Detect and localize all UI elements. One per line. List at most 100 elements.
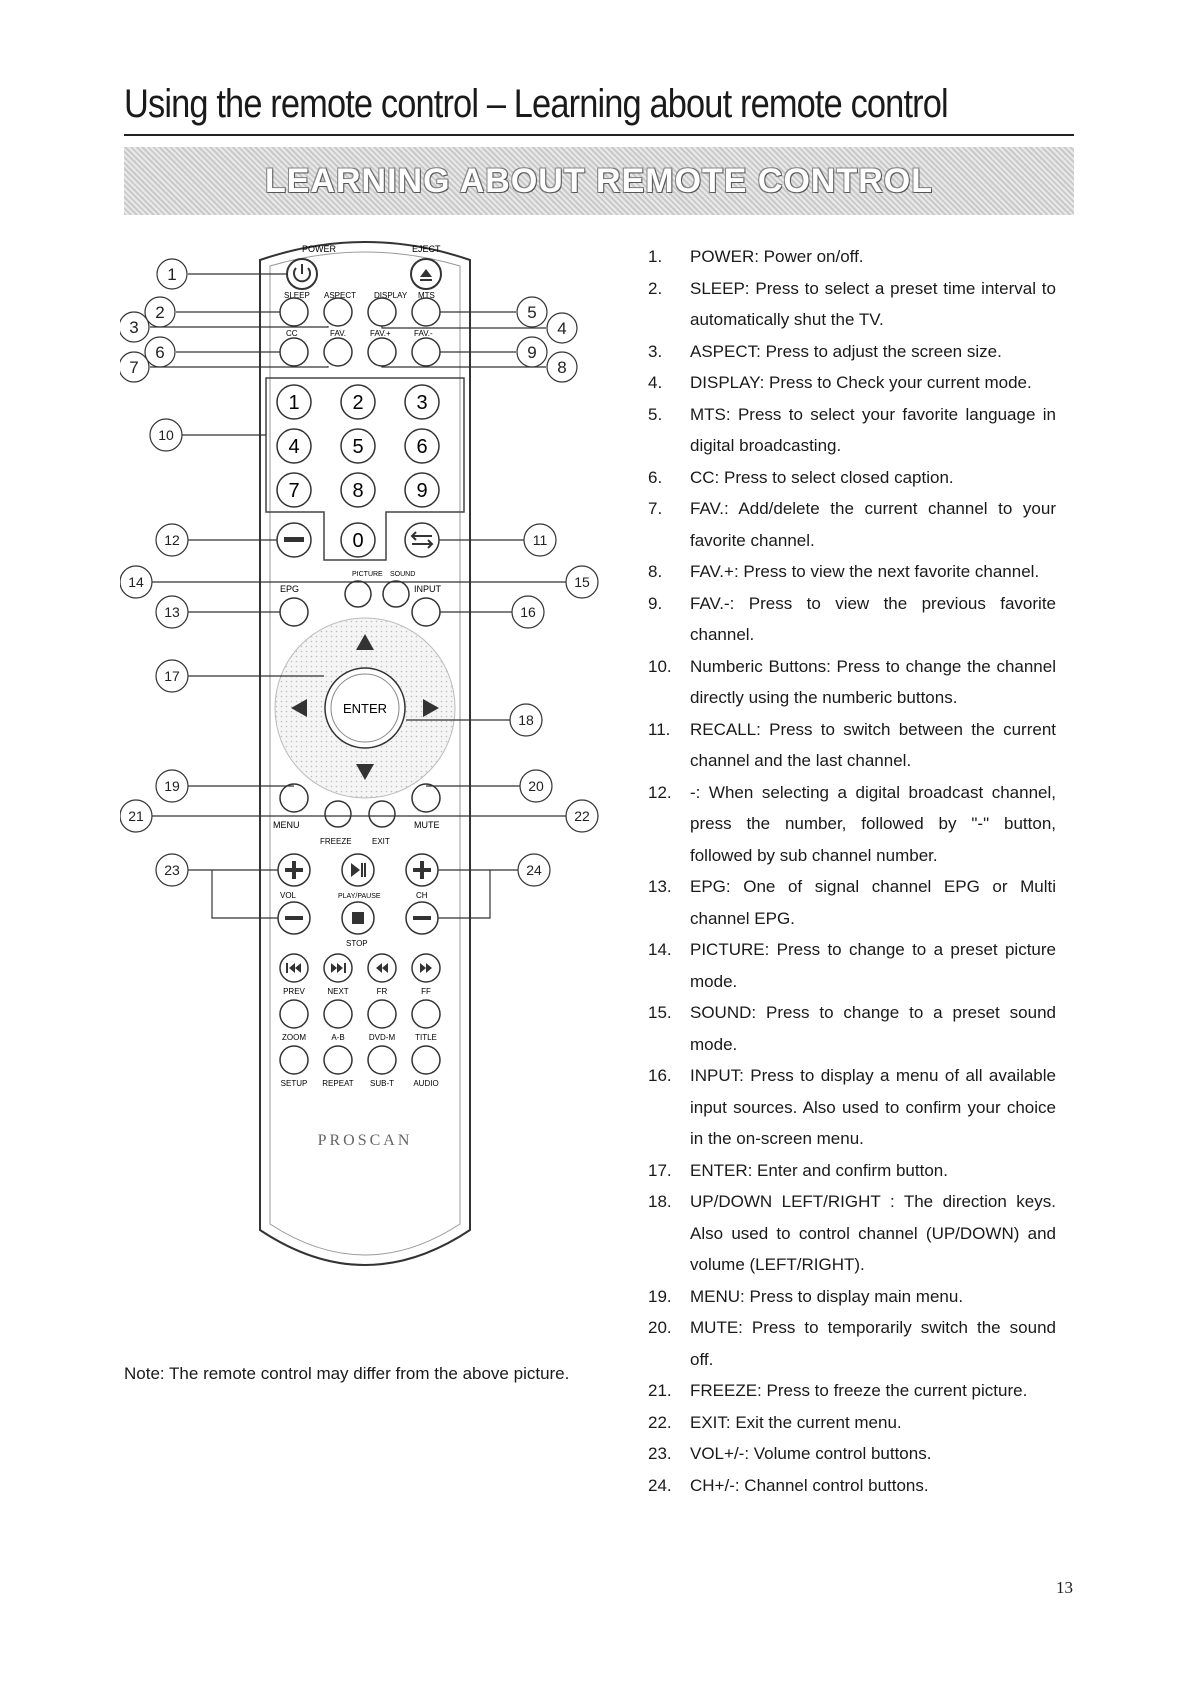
freeze-button[interactable] [324, 800, 352, 828]
ff-label: FF [421, 987, 431, 996]
digit-1-label: 1 [288, 392, 299, 414]
item-number: 19. [648, 1286, 672, 1306]
item-number: 20. [648, 1318, 672, 1337]
item-number: 16. [648, 1066, 672, 1085]
setup-button[interactable] [279, 1045, 309, 1075]
menu-button[interactable] [279, 783, 309, 813]
numpad-outline [265, 377, 465, 561]
list-item: 18.UP/DOWN LEFT/RIGHT : The direction ke… [648, 1186, 1056, 1281]
digit-3-button[interactable] [404, 384, 440, 420]
fav-label: FAV. [330, 329, 346, 338]
power-button[interactable] [286, 258, 318, 290]
mts-button[interactable] [411, 297, 441, 327]
display-button[interactable] [367, 297, 397, 327]
stop-button[interactable] [341, 901, 375, 935]
list-item: 7.FAV.: Add/delete the current channel t… [648, 493, 1056, 556]
digit-6-button[interactable] [404, 428, 440, 464]
right-arrow-icon[interactable] [423, 699, 439, 717]
callout-23: 23 [164, 862, 180, 878]
digit-8-button[interactable] [340, 472, 376, 508]
prev-button[interactable] [279, 953, 309, 983]
digit-0-button[interactable] [340, 522, 376, 558]
up-arrow-icon[interactable] [356, 634, 374, 650]
ff-button[interactable] [411, 953, 441, 983]
audio-button[interactable] [411, 1045, 441, 1075]
callout-22: 22 [574, 808, 590, 824]
display-label: DISPLAY [374, 291, 408, 300]
digit-4-button[interactable] [276, 428, 312, 464]
picture-label: PICTURE [352, 571, 383, 578]
cc-button[interactable] [279, 337, 309, 367]
list-item: 15.SOUND: Press to change to a preset so… [648, 997, 1056, 1060]
enter-button[interactable] [324, 667, 406, 749]
item-text: EXIT: Exit the current menu. [690, 1412, 902, 1432]
ch-minus-button[interactable] [405, 901, 439, 935]
prev-label: PREV [283, 987, 305, 996]
title-button[interactable] [411, 999, 441, 1029]
dash-button[interactable] [276, 522, 312, 558]
item-number: 4. [648, 373, 663, 392]
digit-5-label: 5 [352, 436, 363, 458]
next-button[interactable] [323, 953, 353, 983]
picture-button[interactable] [344, 580, 372, 608]
aspect-button[interactable] [323, 297, 353, 327]
sleep-button[interactable] [279, 297, 309, 327]
input-button[interactable] [411, 597, 441, 627]
dvd-m-button[interactable] [367, 999, 397, 1029]
button-description-list: 1.POWER: Power on/off. 2.SLEEP: Press to… [648, 241, 1056, 1501]
fav-plus-button[interactable] [367, 337, 397, 367]
exit-button[interactable] [368, 800, 396, 828]
leader-lines [150, 273, 566, 919]
mute-button[interactable] [411, 783, 441, 813]
down-arrow-icon[interactable] [356, 764, 374, 780]
digit-1-button[interactable] [276, 384, 312, 420]
mts-label: MTS [418, 291, 435, 300]
callout-7: 7 [129, 358, 138, 377]
sound-label: SOUND [390, 571, 415, 578]
fr-button[interactable] [367, 953, 397, 983]
list-item: 20.MUTE: Press to temporarily switch the… [648, 1312, 1056, 1375]
callout-5: 5 [527, 303, 536, 322]
enter-label: ENTER [343, 701, 387, 716]
fav-minus-button[interactable] [411, 337, 441, 367]
list-item: 19.MENU: Press to display main menu. [648, 1281, 1056, 1313]
digit-2-button[interactable] [340, 384, 376, 420]
item-number: 10. [648, 656, 672, 676]
vol-minus-button[interactable] [277, 901, 311, 935]
fav-plus-label: FAV.+ [370, 329, 391, 338]
digit-7-button[interactable] [276, 472, 312, 508]
play-pause-button[interactable] [341, 853, 375, 887]
item-number: 13. [648, 877, 672, 896]
list-item: 12.-: When selecting a digital broadcast… [648, 777, 1056, 872]
epg-button[interactable] [279, 597, 309, 627]
list-item: 13.EPG: One of signal channel EPG or Mul… [648, 871, 1056, 934]
play-pause-label: PLAY/PAUSE [338, 893, 381, 900]
item-number: 8. [648, 562, 663, 581]
vol-plus-button[interactable] [277, 853, 311, 887]
digit-9-button[interactable] [404, 472, 440, 508]
callout-2: 2 [155, 303, 164, 322]
item-number: 7. [648, 499, 663, 518]
item-text: FAV.-: Press to view the previous favori… [690, 593, 1056, 645]
recall-icon [410, 531, 434, 549]
mute-label: MUTE [414, 820, 440, 830]
callout-3: 3 [129, 318, 138, 337]
item-text: UP/DOWN LEFT/RIGHT : The direction keys.… [690, 1192, 1056, 1274]
repeat-button[interactable] [323, 1045, 353, 1075]
item-text: PICTURE: Press to change to a preset pic… [690, 940, 1056, 991]
ch-plus-button[interactable] [405, 853, 439, 887]
digit-5-button[interactable] [340, 428, 376, 464]
zoom-button[interactable] [279, 999, 309, 1029]
item-text: Numberic Buttons: Press to change the ch… [690, 656, 1056, 708]
sound-button[interactable] [382, 580, 410, 608]
a-b-button[interactable] [323, 999, 353, 1029]
sub-t-button[interactable] [367, 1045, 397, 1075]
callout-19: 19 [164, 778, 180, 794]
recall-button[interactable] [404, 522, 440, 558]
fav-button[interactable] [323, 337, 353, 367]
eject-button[interactable] [410, 258, 442, 290]
sleep-label: SLEEP [284, 291, 310, 300]
list-item: 4.DISPLAY: Press to Check your current m… [648, 367, 1056, 399]
zoom-label: ZOOM [282, 1033, 306, 1042]
left-arrow-icon[interactable] [291, 699, 307, 717]
